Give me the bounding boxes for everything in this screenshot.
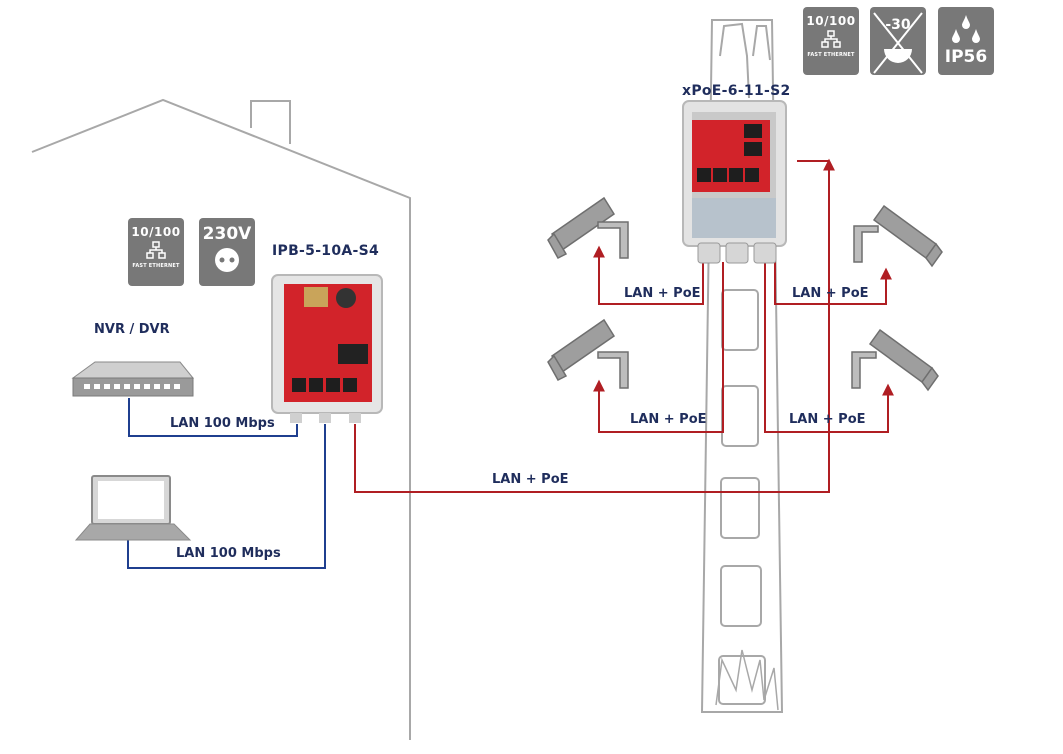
fast-ethernet-badge: 10/100 FAST ETHERNET [128, 218, 184, 286]
network-icon [146, 241, 166, 259]
poe-lines [354, 158, 894, 493]
fast-ethernet-badge-pole: 10/100 FAST ETHERNET [803, 7, 859, 75]
house-outline [31, 98, 411, 740]
cam-top-left-label: LAN + PoE [624, 286, 701, 301]
nvr-device [71, 361, 195, 397]
power-230v-badge: 230V [199, 218, 255, 286]
cam-top-right-label: LAN + PoE [792, 286, 869, 301]
power-socket-icon [215, 248, 239, 272]
laptop-lan-label: LAN 100 Mbps [176, 546, 281, 561]
camera-top-left [547, 196, 629, 259]
network-icon [821, 30, 841, 48]
laptop-lan-line [127, 424, 326, 569]
xpoe-switch-enclosure [682, 100, 787, 264]
camera-bottom-right [851, 328, 939, 392]
temperature-badge: -30 [870, 7, 926, 75]
cam-bottom-right-line [764, 262, 894, 433]
cam-top-right-line [774, 262, 892, 305]
ipb-switch-enclosure [271, 274, 383, 423]
cam-top-left-line [593, 245, 704, 305]
laptop-device [74, 475, 192, 541]
nvr-lan-label: LAN 100 Mbps [170, 416, 275, 431]
cam-bottom-left-line [593, 262, 724, 433]
nvr-lan-line [128, 398, 298, 437]
camera-bottom-left [547, 318, 629, 389]
uplink-line [354, 158, 835, 493]
ipb-switch-label: IPB-5-10A-S4 [272, 243, 380, 259]
nvr-label: NVR / DVR [94, 322, 170, 337]
xpoe-switch-label: xPoE-6-11-S2 [682, 83, 791, 99]
cross-out-icon [873, 12, 923, 74]
lan-lines [127, 398, 326, 569]
camera-top-right [853, 204, 943, 268]
ip56-badge: IP56 [938, 7, 994, 75]
cam-bottom-left-label: LAN + PoE [630, 412, 707, 427]
water-drops-icon [952, 15, 980, 43]
uplink-label: LAN + PoE [492, 472, 569, 487]
cam-bottom-right-label: LAN + PoE [789, 412, 866, 427]
